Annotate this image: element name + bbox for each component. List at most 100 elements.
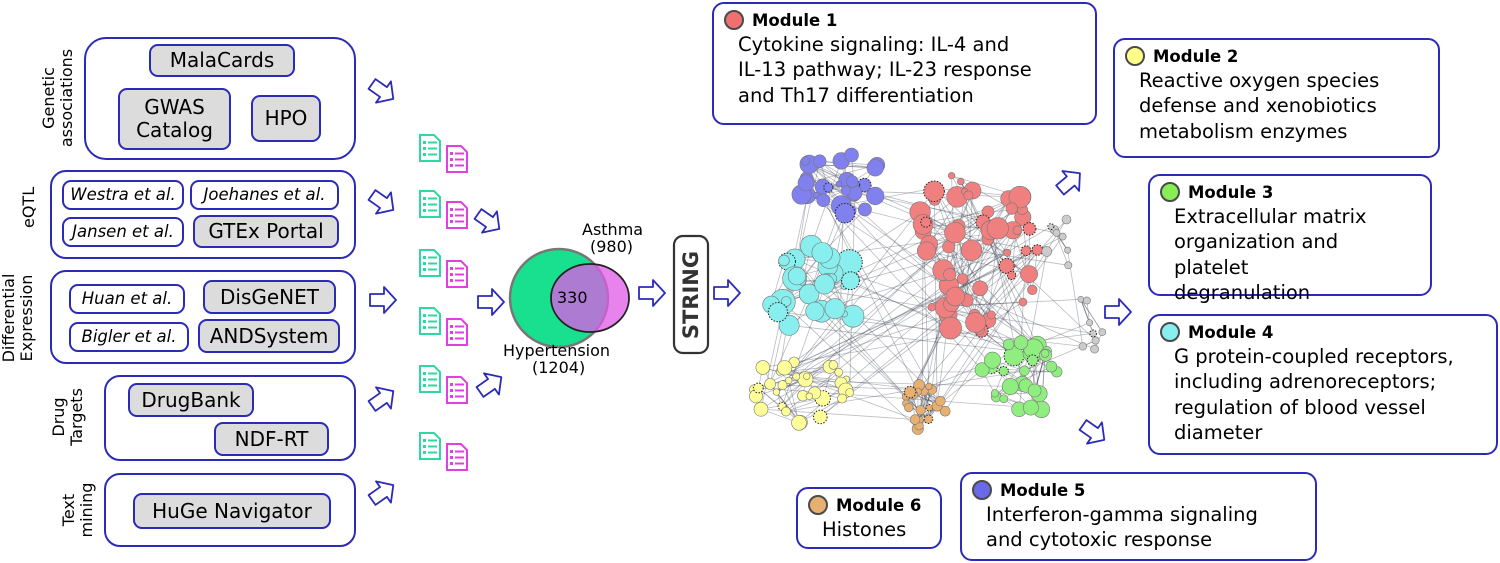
- network-node: [1003, 248, 1012, 257]
- tag-huan: Huan et al.: [69, 284, 185, 314]
- network-node: [939, 405, 951, 417]
- network-node: [814, 274, 835, 295]
- network-node: [1006, 270, 1017, 281]
- network-node: [1031, 244, 1044, 256]
- network-node: [764, 378, 776, 390]
- network-node: [916, 241, 936, 261]
- network-node: [1008, 185, 1031, 209]
- venn-asthma-count: (980): [590, 237, 634, 256]
- network-node: [1061, 214, 1072, 225]
- network-node: [787, 267, 807, 286]
- arrow-network-module1: [1050, 162, 1090, 201]
- network-node: [1052, 229, 1061, 237]
- network-node: [998, 258, 1015, 274]
- tag-westra: Westra et al.: [62, 180, 184, 210]
- network-node: [965, 312, 987, 333]
- network-node: [752, 382, 764, 394]
- network-node: [828, 360, 839, 370]
- tag-bigler: Bigler et al.: [69, 322, 189, 352]
- network-node: [791, 415, 807, 431]
- network-node: [947, 172, 956, 180]
- network-node: [1027, 383, 1042, 398]
- network-node: [1064, 246, 1071, 254]
- network-node: [816, 193, 831, 207]
- network-node: [999, 394, 1009, 404]
- network-node: [1018, 297, 1028, 307]
- venn-diagram: [508, 247, 630, 349]
- module-6-color-dot: [808, 495, 828, 515]
- tag-disgenet: DisGeNET: [203, 280, 336, 314]
- network-node: [835, 180, 843, 188]
- network-node: [785, 376, 793, 385]
- tag-hpo: HPO: [251, 95, 321, 142]
- network-node: [1023, 399, 1039, 416]
- network-node: [986, 217, 1009, 240]
- network-node: [780, 296, 792, 307]
- network-node: [840, 185, 852, 196]
- network-node: [1026, 354, 1039, 367]
- network-node: [1020, 265, 1038, 284]
- tag-huge-navigator: HuGe Navigator: [133, 493, 331, 529]
- network-node: [845, 388, 855, 397]
- arrow-drug: [363, 379, 402, 418]
- network-node: [915, 405, 926, 416]
- arrow-eqtl: [363, 183, 402, 222]
- network-node: [943, 268, 957, 282]
- network-node: [846, 175, 859, 188]
- tag-ndf-rt: NDF-RT: [214, 422, 329, 456]
- network-node: [1001, 378, 1019, 395]
- string-label: STRING: [679, 250, 703, 340]
- network-node: [1083, 296, 1091, 305]
- network-node: [935, 395, 946, 407]
- network-node: [1098, 328, 1107, 337]
- network-node: [1091, 336, 1100, 345]
- network-node: [797, 174, 815, 192]
- module-5-color-dot: [972, 480, 992, 500]
- network-node: [904, 402, 914, 413]
- network-node: [792, 372, 801, 381]
- arrow-text: [363, 473, 402, 512]
- arrow-diffexp: [369, 286, 397, 314]
- network-node: [823, 182, 834, 193]
- arrow-venn-string: [638, 279, 666, 307]
- network-node: [903, 385, 917, 399]
- network-node: [986, 310, 996, 320]
- network-node: [1020, 245, 1032, 257]
- network-node: [1019, 365, 1030, 376]
- network-node: [990, 389, 1000, 398]
- network-node: [805, 301, 825, 321]
- module-3-color-dot: [1160, 182, 1180, 202]
- network-node: [923, 180, 945, 203]
- tag-gtex-portal: GTEx Portal: [193, 215, 339, 248]
- network-node: [837, 393, 847, 404]
- network-node: [927, 303, 936, 312]
- arrow-string-network: [713, 279, 741, 307]
- network-node: [755, 360, 770, 375]
- module-3-title: Module 3: [1188, 182, 1274, 202]
- network-node: [1089, 329, 1098, 338]
- module-4-box: Module 4 G protein-coupled receptors,inc…: [1148, 314, 1498, 455]
- network-node: [972, 280, 988, 297]
- tag-malacards: MalaCards: [149, 44, 295, 77]
- tag-drugbank: DrugBank: [128, 383, 254, 417]
- tag-joehanes: Joehanes et al.: [190, 180, 339, 210]
- protein-network: [749, 147, 1107, 435]
- venn-hypertension-label: Hypertension: [503, 341, 611, 360]
- network-node: [811, 242, 833, 264]
- network-node: [781, 406, 791, 417]
- network-node: [1078, 342, 1087, 351]
- arrow-network-module4: [1074, 413, 1113, 452]
- network-node: [998, 365, 1009, 377]
- string-box: [672, 234, 710, 355]
- network-node: [1022, 222, 1037, 236]
- module-5-title: Module 5: [1000, 480, 1086, 500]
- network-node: [909, 414, 921, 425]
- module-1-color-dot: [724, 10, 744, 30]
- venn-overlap-count: 330: [557, 288, 588, 307]
- network-node: [805, 392, 813, 400]
